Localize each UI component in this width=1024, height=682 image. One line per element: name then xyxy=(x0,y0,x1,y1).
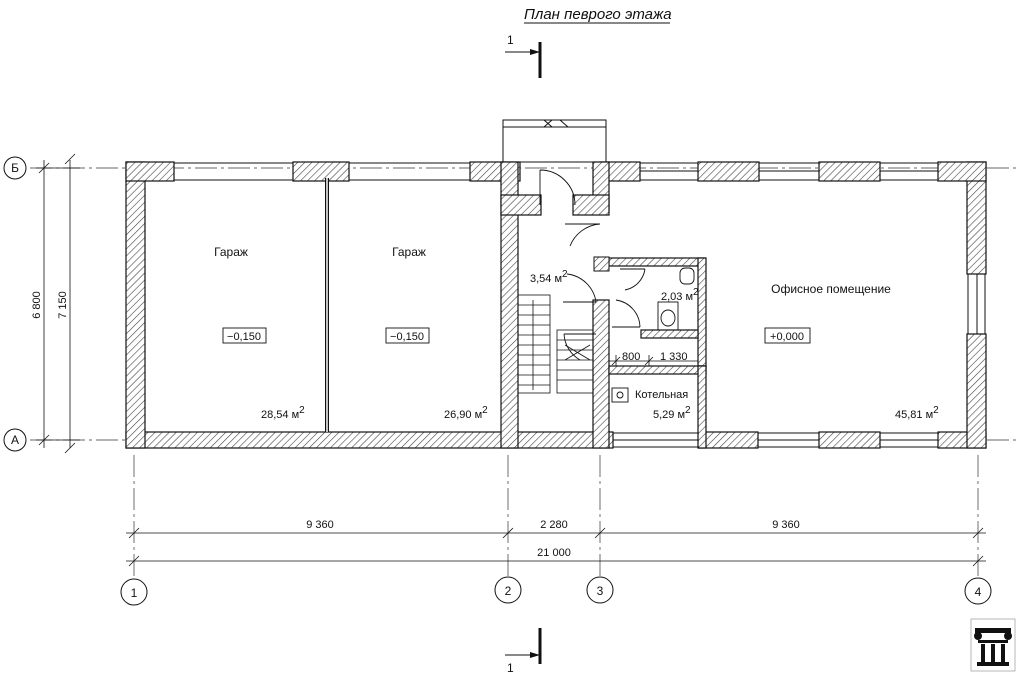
garage1-level-box xyxy=(222,327,267,344)
axis-bubble-1: 1 xyxy=(120,578,148,606)
boiler-fixture xyxy=(611,387,629,403)
plan-title: План певрого этажа xyxy=(524,6,672,23)
svg-text:2: 2 xyxy=(505,584,512,598)
svg-text:3: 3 xyxy=(597,584,604,598)
axis-bubble-3: 3 xyxy=(586,576,614,604)
horizontal-dimensions xyxy=(126,527,986,567)
garage1-level: −0,150 xyxy=(227,331,261,343)
garage1-area: 28,54 м2 xyxy=(261,405,305,421)
svg-text:1: 1 xyxy=(131,586,138,600)
section-mark-bottom: 1 xyxy=(505,628,542,675)
office-level: +0,000 xyxy=(770,331,804,343)
axis-bubble-4: 4 xyxy=(964,577,992,605)
dim-9360-left: 9 360 xyxy=(306,519,334,531)
section-mark-top: 1 xyxy=(505,33,542,78)
axis-bubble-a: А xyxy=(3,428,27,452)
internal-dimension xyxy=(609,355,698,366)
svg-text:4: 4 xyxy=(975,585,982,599)
walls xyxy=(125,161,987,449)
entrance-porch xyxy=(502,119,607,163)
windows xyxy=(174,162,986,448)
section-mark-bottom-label: 1 xyxy=(507,661,514,675)
dim-7150: 7 150 xyxy=(57,291,69,319)
dim-1330: 1 330 xyxy=(660,351,688,363)
stair-area: 3,54 м2 xyxy=(530,269,568,285)
boiler-name: Котельная xyxy=(635,389,688,401)
dim-total-21000: 21 000 xyxy=(537,547,571,559)
svg-text:А: А xyxy=(11,433,19,447)
garage1-name: Гараж xyxy=(214,245,248,259)
staircase xyxy=(517,294,594,394)
column-logo-icon xyxy=(970,618,1016,672)
office-area: 45,81 м2 xyxy=(895,405,939,421)
garage2-level-box xyxy=(385,327,430,344)
garage2-area: 26,90 м2 xyxy=(444,405,488,421)
dim-800: 800 xyxy=(622,351,640,363)
office-name: Офисное помещение xyxy=(771,282,891,296)
vertical-dimensions xyxy=(36,153,80,454)
column-stub xyxy=(593,256,610,272)
dim-2280: 2 280 xyxy=(540,519,568,531)
boiler-area: 5,29 м2 xyxy=(653,405,691,421)
wc-area: 2,03 м2 xyxy=(661,287,699,303)
office-level-box xyxy=(764,327,811,344)
axis-bubble-b: Б xyxy=(3,156,27,180)
dim-6800: 6 800 xyxy=(31,291,43,319)
garage2-level: −0,150 xyxy=(390,331,424,343)
svg-text:Б: Б xyxy=(11,161,19,175)
wc-fixtures xyxy=(657,267,695,331)
doors xyxy=(539,169,646,361)
axis-bubble-2: 2 xyxy=(494,576,522,604)
vertical-axis-lines xyxy=(133,455,979,578)
dim-9360-right: 9 360 xyxy=(772,519,800,531)
garage2-name: Гараж xyxy=(392,245,426,259)
section-mark-top-label: 1 xyxy=(507,33,514,47)
